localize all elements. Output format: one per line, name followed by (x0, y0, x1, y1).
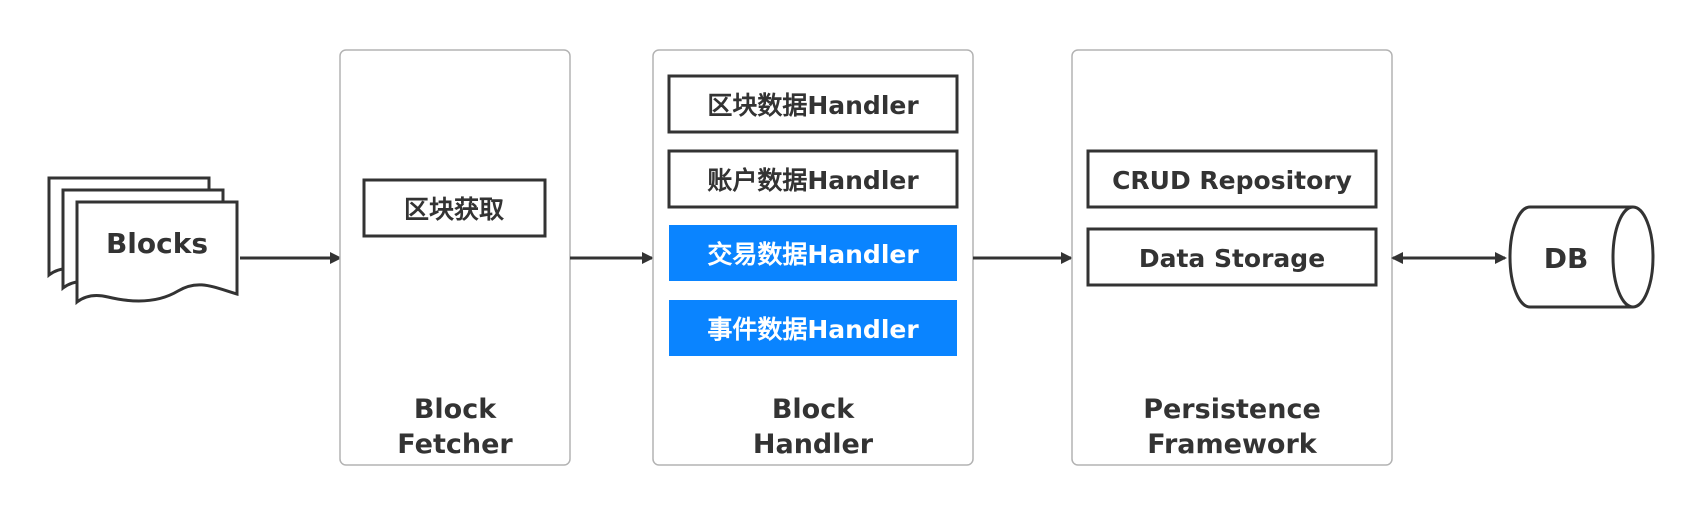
transaction-data-handler-box (669, 225, 957, 281)
document-sheet-front (75, 200, 239, 306)
persistence-framework-title-line2: Framework (1147, 429, 1318, 460)
fetcher-item-box (362, 178, 547, 238)
block-handler-title-line2: Handler (753, 429, 874, 460)
block-data-handler-box (667, 74, 959, 134)
db-cylinder: DB (1508, 205, 1655, 309)
crud-repository-label: CRUD Repository (1112, 166, 1352, 195)
data-storage-box (1086, 227, 1378, 287)
block-data-handler-label: 区块数据Handler (707, 91, 919, 120)
block-fetcher-title-line2: Fetcher (397, 429, 513, 460)
blocks-document-stack: Blocks (47, 176, 239, 306)
block-fetcher-panel: 区块获取 Block Fetcher (339, 49, 571, 466)
transaction-data-handler-label: 交易数据Handler (707, 240, 919, 269)
fetcher-item-label: 区块获取 (404, 195, 504, 224)
event-data-handler-box (669, 300, 957, 356)
persistence-framework-title-line1: Persistence (1143, 394, 1321, 425)
handler-item-list: 区块数据Handler 账户数据Handler 交易数据Handler 事件数据Han… (667, 74, 959, 356)
persistence-framework-panel: CRUD Repository Data Storage Persistence… (1071, 49, 1393, 466)
data-storage-label: Data Storage (1139, 244, 1325, 273)
block-handler-panel: 区块数据Handler 账户数据Handler 交易数据Handler 事件数据Han… (652, 49, 974, 466)
block-fetcher-title-line1: Block (414, 394, 497, 425)
event-data-handler-label: 事件数据Handler (707, 315, 919, 344)
db-cylinder-cap (1611, 205, 1634, 309)
account-data-handler-label: 账户数据Handler (707, 166, 919, 195)
blocks-label: Blocks (106, 227, 208, 260)
account-data-handler-box (667, 149, 959, 209)
block-handler-title-line1: Block (772, 394, 855, 425)
crud-repository-box (1086, 149, 1378, 209)
db-label: DB (1544, 242, 1589, 275)
